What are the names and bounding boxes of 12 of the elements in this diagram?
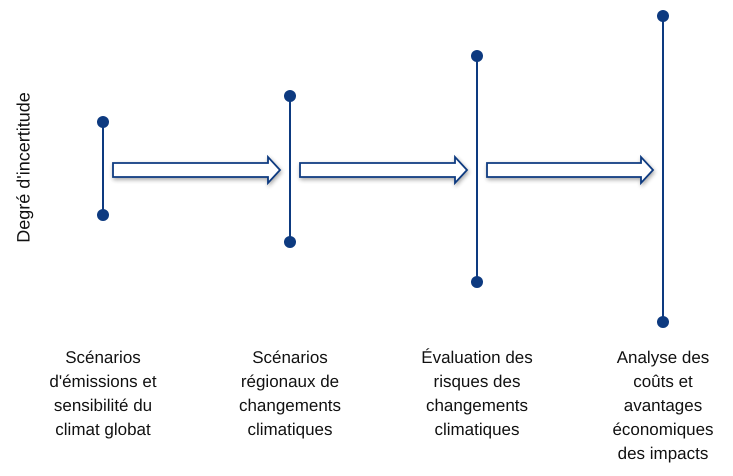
axis-label: Degré d'incertitude bbox=[14, 91, 34, 245]
stage-caption: Analyse des coûts et avantages économiques des impacts bbox=[611, 347, 715, 465]
stage-caption: Évaluation des risques des changements climatiques bbox=[420, 347, 534, 441]
uncertainty-bar bbox=[656, 9, 670, 329]
stage-caption: Scénarios d'émissions et sensibilité du climat globat bbox=[48, 347, 158, 441]
uncertainty-bar bbox=[96, 115, 110, 222]
block-arrow bbox=[299, 154, 468, 186]
block-arrow bbox=[486, 154, 654, 186]
stage-caption: Scénarios régionaux de changements climatiques bbox=[238, 347, 342, 441]
uncertainty-bar bbox=[470, 49, 484, 289]
uncertainty-bar bbox=[283, 89, 297, 249]
block-arrow bbox=[112, 154, 282, 186]
